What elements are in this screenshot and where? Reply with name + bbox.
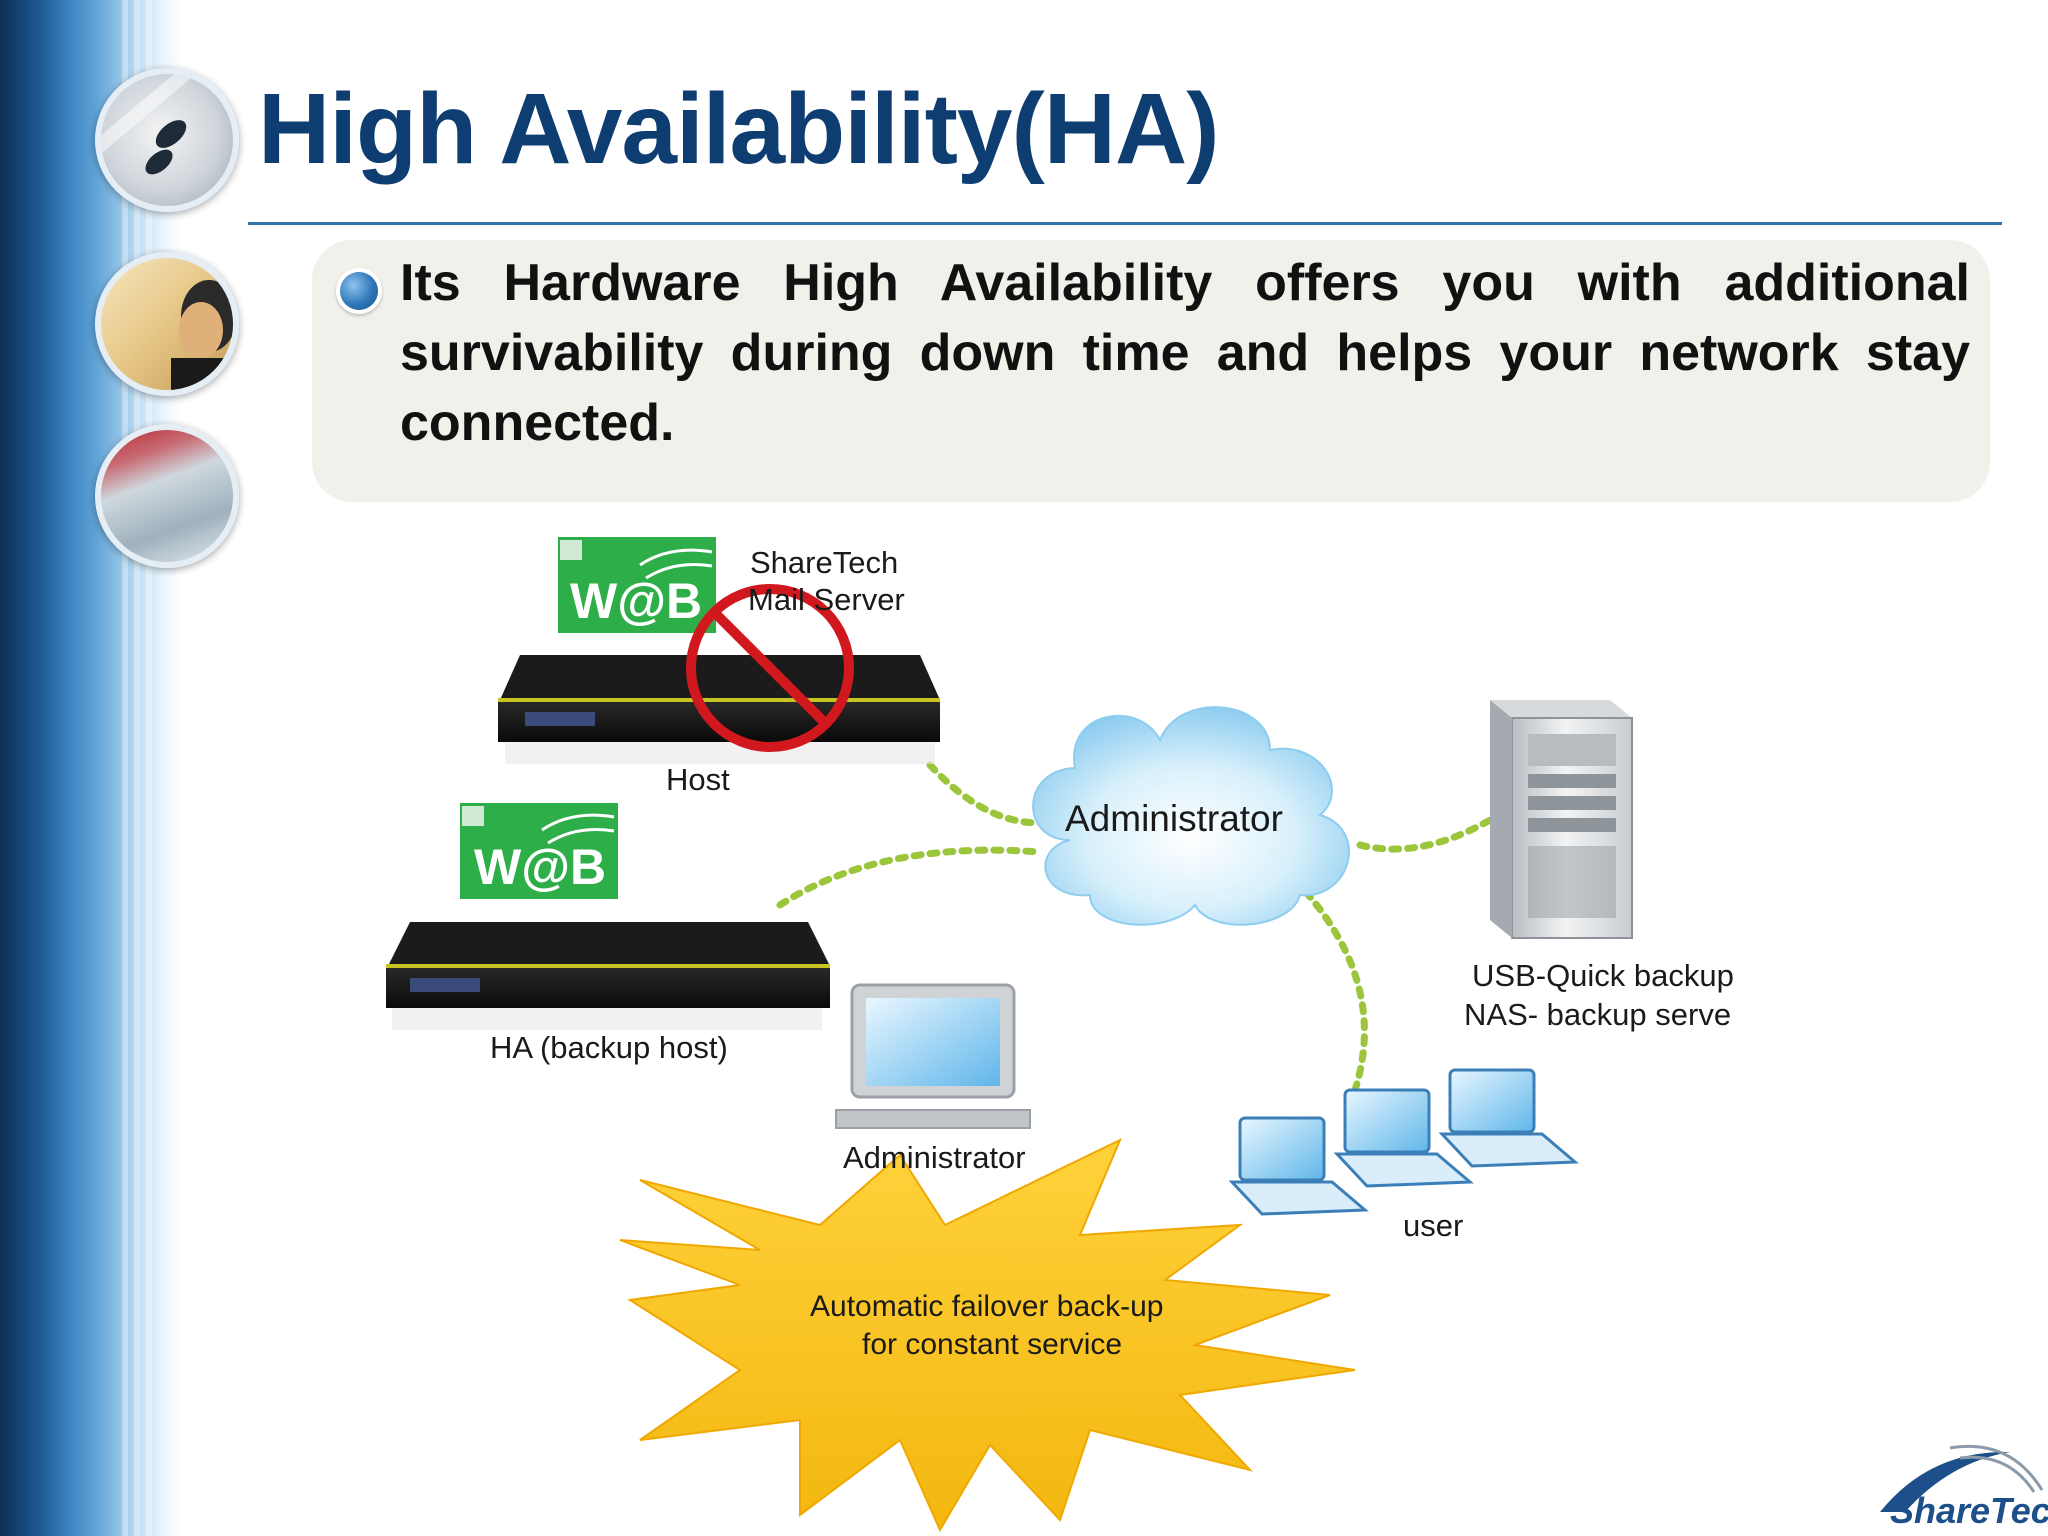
admin-laptop-icon: [836, 985, 1030, 1128]
laptop-label: Administrator: [843, 1140, 1026, 1176]
cloud-label: Administrator: [1065, 798, 1283, 840]
ha-label: HA (backup host): [490, 1030, 728, 1066]
ha-brand-label: W@B: [474, 838, 606, 896]
user-laptops-icon: [1232, 1070, 1575, 1214]
burst-line2: for constant service: [862, 1328, 1122, 1362]
link-cloud-users: [1295, 880, 1364, 1090]
link-ha-cloud: [780, 850, 1040, 905]
server-name-line1: ShareTech: [750, 545, 898, 581]
user-label: user: [1403, 1208, 1463, 1244]
logo-text: ShareTech: [1890, 1490, 2048, 1532]
server-name-line2: Mail Server: [748, 582, 905, 618]
ha-appliance: [386, 803, 830, 1030]
backup-server-icon: [1490, 700, 1632, 938]
backup-line2: NAS- backup serve: [1464, 997, 1731, 1033]
link-cloud-server: [1360, 820, 1490, 849]
host-label: Host: [666, 762, 730, 798]
user-laptop-icon: [1442, 1070, 1575, 1166]
backup-line1: USB-Quick backup: [1472, 958, 1734, 994]
burst-line1: Automatic failover back-up: [810, 1290, 1164, 1324]
host-brand-label: W@B: [570, 572, 702, 630]
